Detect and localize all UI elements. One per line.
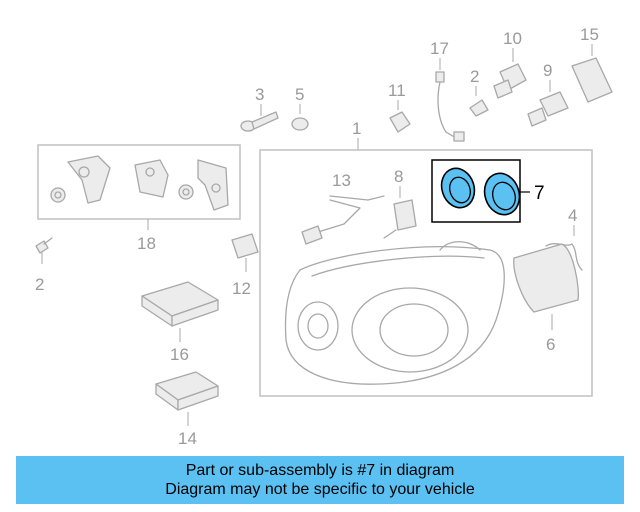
callout-4: 4 [568, 206, 577, 225]
callout-15: 15 [580, 25, 599, 44]
assembly-box-1 [259, 149, 593, 397]
screw-2-right [469, 99, 489, 117]
bulb-12 [231, 233, 259, 259]
callout-14: 14 [178, 429, 197, 448]
module-14 [155, 371, 219, 411]
callout-17: 17 [430, 39, 449, 58]
banner-line-2: Diagram may not be specific to your vehi… [165, 481, 475, 498]
igniter-8 [383, 199, 417, 239]
banner-line-1: Part or sub-assembly is #7 in diagram [185, 462, 455, 479]
callout-7: 7 [534, 183, 545, 204]
bulb-11 [389, 111, 411, 133]
headlamp-housing [284, 241, 505, 385]
module-15 [571, 57, 613, 103]
callout-10: 10 [503, 29, 522, 48]
spring-4 [545, 243, 583, 271]
harness-13 [301, 195, 385, 245]
callout-12: 12 [232, 279, 251, 298]
info-banner: Part or sub-assembly is #7 in diagram Di… [16, 456, 624, 504]
clip-5 [291, 117, 309, 131]
bulb-10 [493, 63, 527, 99]
highlight-box-7 [431, 159, 521, 223]
callout-11: 11 [388, 81, 406, 100]
callout-2-left: 2 [35, 275, 44, 294]
callout-8: 8 [394, 167, 403, 186]
parts-diagram: 18 2 3 5 11 17 2 10 [35, 25, 613, 448]
callout-5: 5 [295, 85, 304, 104]
callout-18: 18 [137, 234, 156, 253]
assembly-box-18 [37, 144, 241, 220]
bulb-9 [527, 91, 569, 127]
cap-7-left [440, 167, 476, 209]
cap-7-right [483, 172, 521, 216]
bolt-3 [240, 111, 279, 132]
callout-1: 1 [352, 119, 361, 138]
callout-2-right: 2 [470, 67, 479, 86]
cover-6 [513, 243, 580, 313]
callout-6: 6 [546, 335, 555, 354]
callout-9: 9 [543, 61, 552, 80]
bracket-parts-18 [50, 155, 229, 211]
screw-2-left [35, 237, 53, 254]
callout-16: 16 [170, 345, 189, 364]
callout-3: 3 [255, 85, 264, 104]
control-unit-16 [141, 281, 219, 327]
socket-17 [435, 71, 465, 142]
callout-13: 13 [332, 171, 351, 190]
